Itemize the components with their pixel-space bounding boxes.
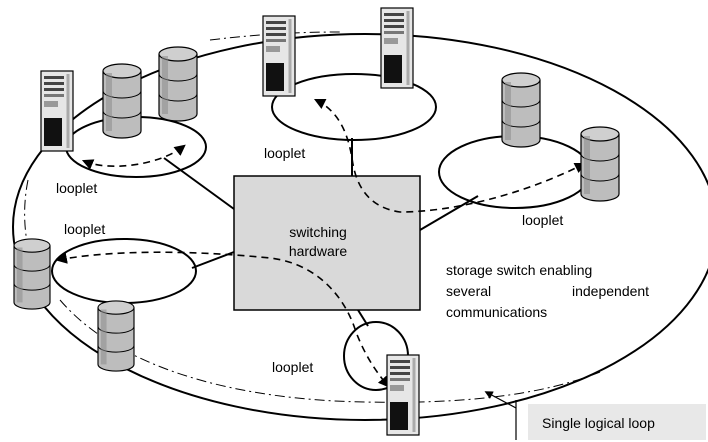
disk-icon xyxy=(97,300,135,372)
disk-icon xyxy=(102,63,142,139)
server-icon xyxy=(39,69,75,153)
looplet-label-bottom: looplet xyxy=(272,359,313,375)
switch-label-line2: hardware xyxy=(289,243,348,259)
comm-path-topleft xyxy=(81,144,186,170)
description-line2-a: several xyxy=(446,283,491,299)
callout-line xyxy=(484,391,517,409)
looplet-label-left: looplet xyxy=(64,221,105,237)
comm-path-top-right xyxy=(313,98,587,213)
looplet-label-right: looplet xyxy=(522,212,563,228)
server-icon xyxy=(385,353,421,437)
disk-icon xyxy=(13,238,51,310)
disk-icon xyxy=(580,126,620,202)
switch-label-line1: switching xyxy=(289,224,347,240)
description-line1: storage switch enabling xyxy=(446,262,592,278)
comm-path-left-bottom xyxy=(55,251,390,388)
single-logical-loop-label: Single logical loop xyxy=(542,415,655,431)
logical-loop-ellipse xyxy=(12,33,708,421)
disk-icon xyxy=(158,46,198,122)
looplet-label-topleft: looplet xyxy=(56,180,97,196)
disk-icon xyxy=(501,72,541,148)
server-icon xyxy=(261,14,297,98)
description-line2-b: independent xyxy=(572,283,649,299)
link-topleft xyxy=(163,157,235,210)
description-line3: communications xyxy=(446,304,547,320)
server-icon xyxy=(379,6,415,90)
link-right xyxy=(419,195,479,231)
callout-box xyxy=(528,404,706,440)
looplet-ring-left xyxy=(51,238,197,304)
looplet-label-top: looplet xyxy=(264,145,305,161)
